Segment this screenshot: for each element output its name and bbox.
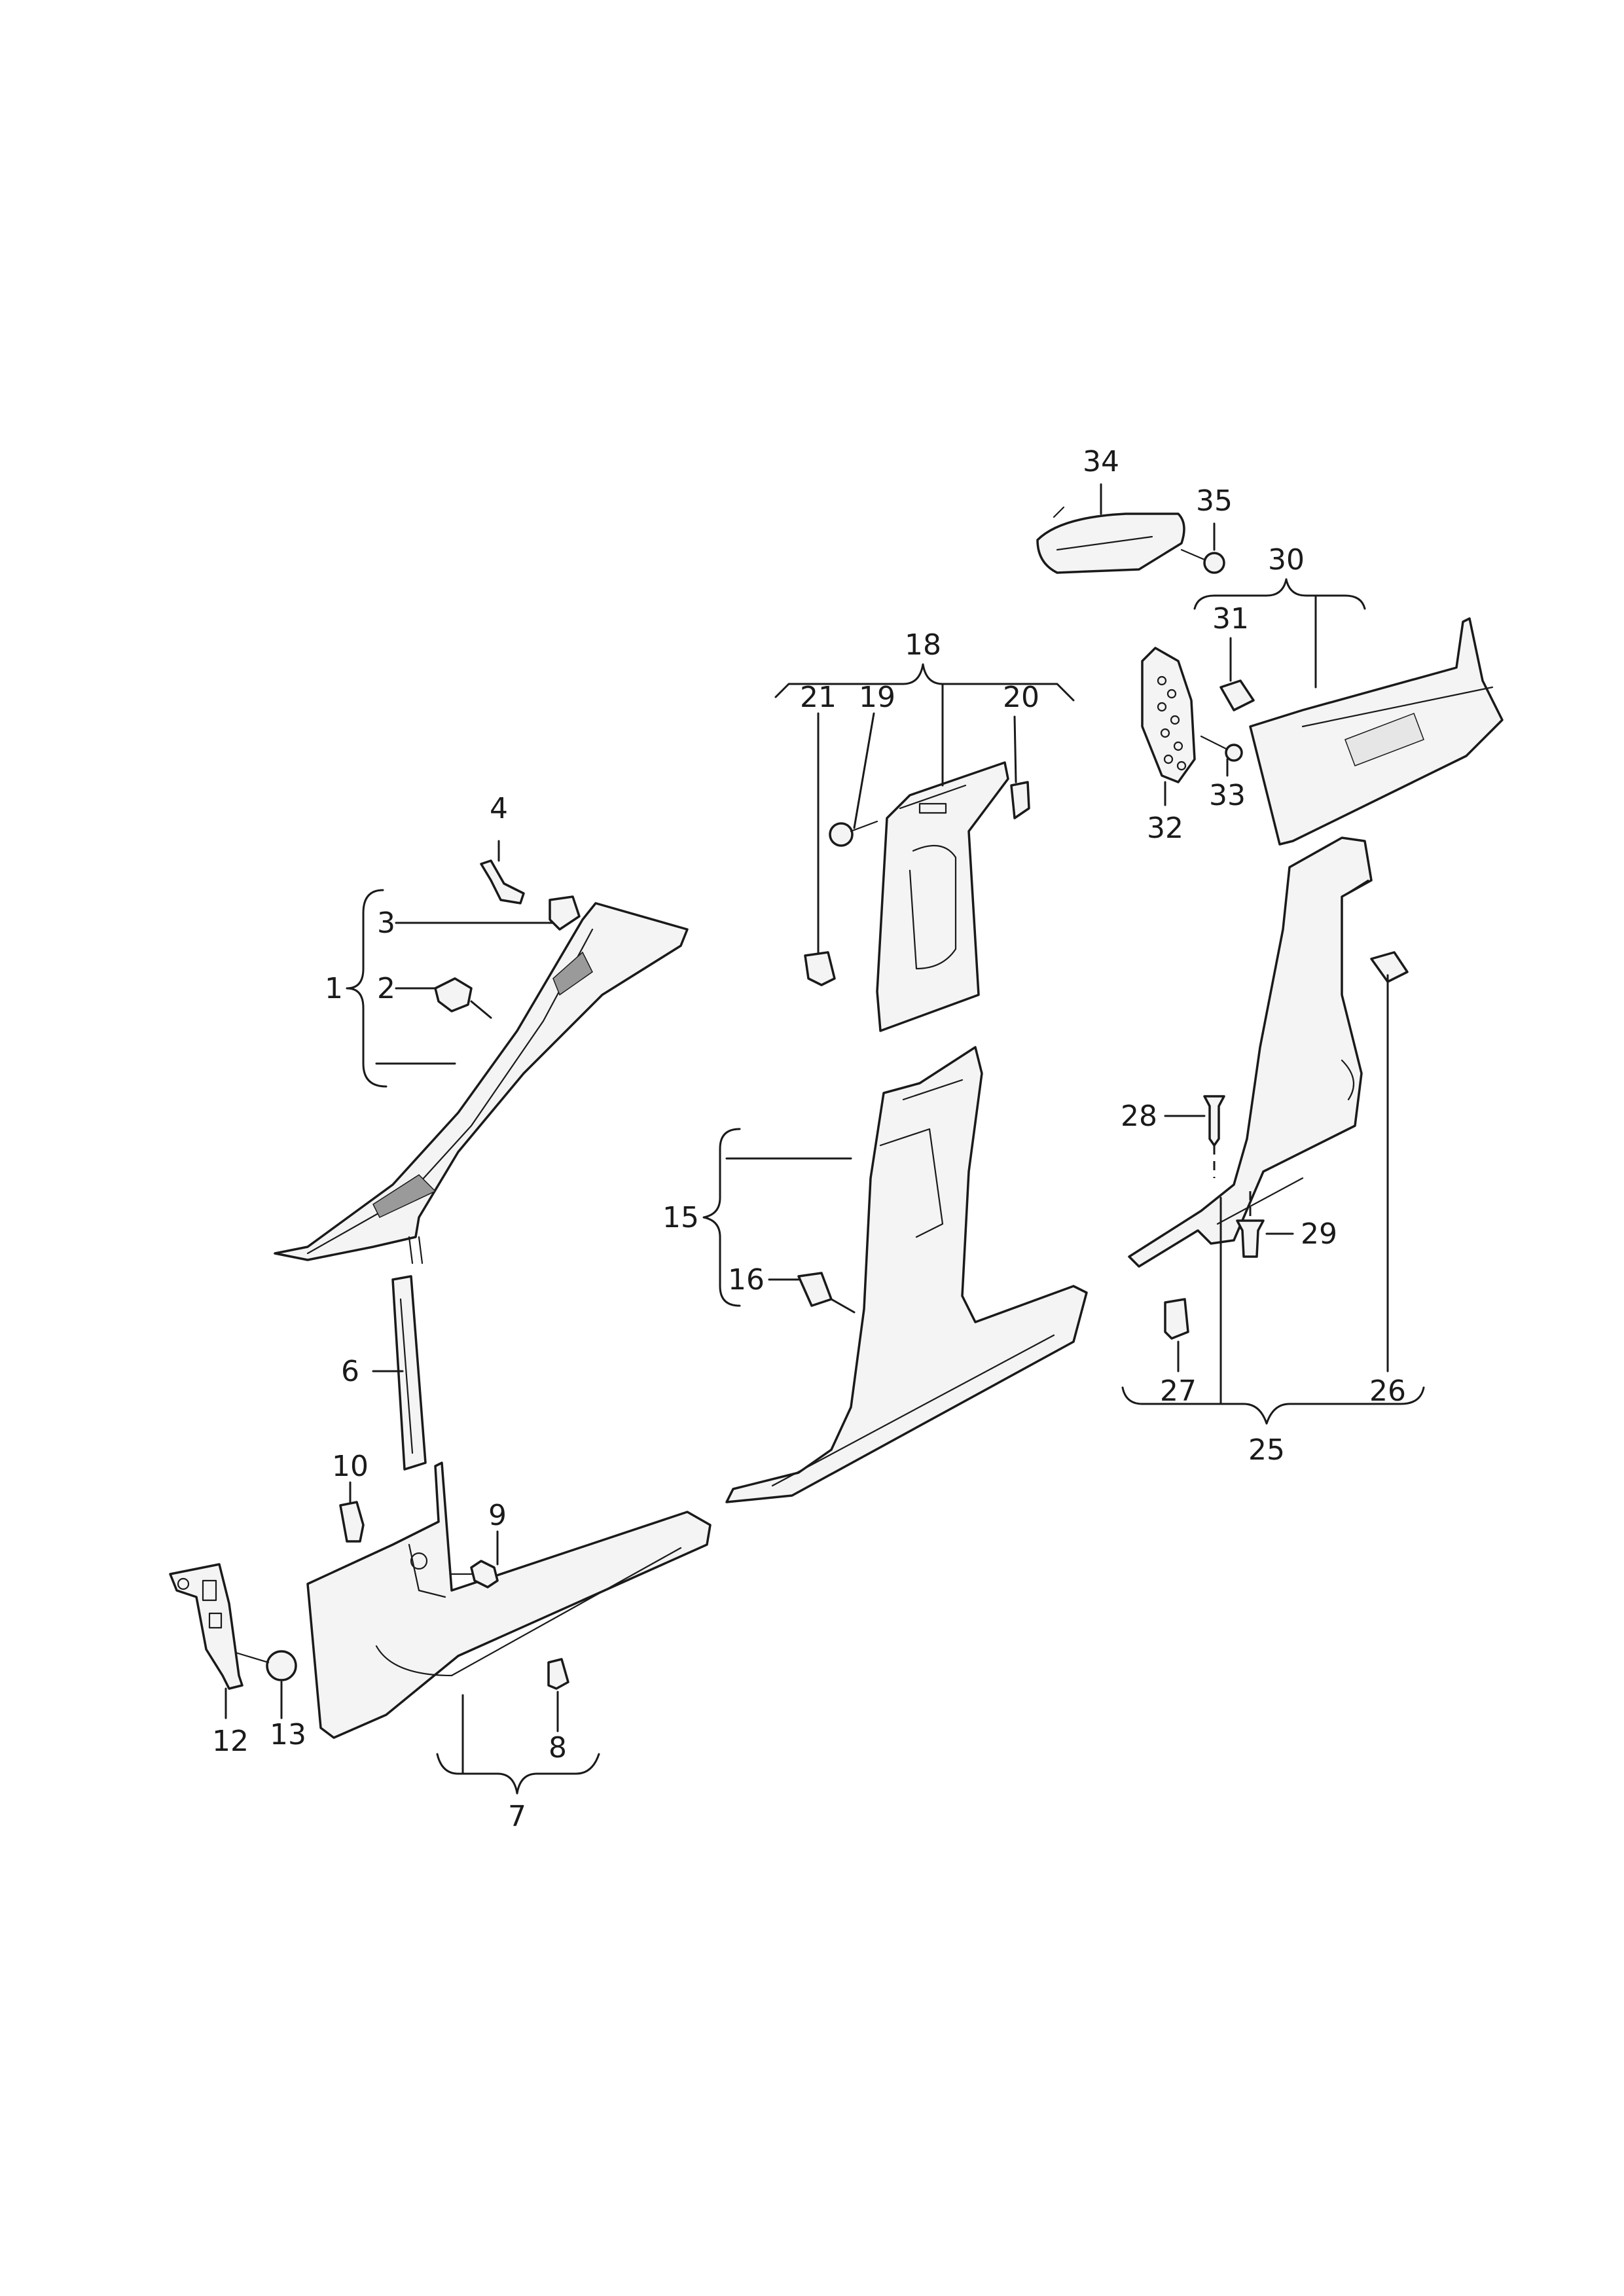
a-pillar-trim — [274, 902, 689, 1265]
callout-29: 29 — [1301, 1217, 1337, 1251]
grab-handle-part-34 — [1036, 506, 1185, 574]
clip-part-3 — [549, 895, 581, 931]
callout-3: 3 — [377, 906, 395, 940]
callout-6: 6 — [341, 1355, 359, 1388]
fastener-part-29 — [1236, 1191, 1265, 1258]
bracket-part-32 — [1141, 647, 1196, 783]
c-pillar-upper-trim — [1249, 617, 1504, 846]
sill-trim-front — [306, 1462, 712, 1739]
callout-16: 16 — [728, 1263, 765, 1297]
callout-labels: 1 2 3 4 6 10 9 8 7 12 13 15 16 18 21 19 … — [212, 445, 1406, 1833]
callout-18: 18 — [905, 628, 941, 662]
clip-part-8 — [547, 1658, 569, 1690]
callout-32: 32 — [1147, 812, 1183, 845]
bolt-part-35 — [1180, 548, 1225, 574]
callout-9: 9 — [488, 1499, 507, 1532]
clip-part-31 — [1219, 679, 1255, 711]
bracket-part-12 — [169, 1563, 244, 1690]
callout-13: 13 — [270, 1718, 306, 1751]
callout-1: 1 — [325, 972, 343, 1005]
button-part-13 — [234, 1650, 297, 1681]
callout-28: 28 — [1121, 1100, 1157, 1133]
callout-8: 8 — [549, 1731, 567, 1765]
callout-33: 33 — [1209, 779, 1246, 812]
clip-part-16 — [797, 1272, 833, 1307]
callout-7: 7 — [508, 1800, 526, 1833]
trim-part-6 — [391, 1275, 427, 1471]
c-pillar-lower-trim — [1128, 836, 1373, 1268]
callout-34: 34 — [1083, 445, 1119, 478]
callout-15: 15 — [662, 1201, 699, 1234]
bolt-part-33 — [1200, 735, 1243, 762]
callout-2: 2 — [377, 972, 395, 1005]
callout-30: 30 — [1268, 543, 1305, 577]
bolt-part-19 — [829, 820, 878, 847]
clip-part-26 — [1370, 951, 1409, 983]
b-pillar-upper-trim — [876, 761, 1009, 1032]
bolt-part-9 — [450, 1560, 499, 1588]
callout-4: 4 — [490, 792, 508, 825]
callout-35: 35 — [1196, 484, 1233, 518]
callout-21: 21 — [800, 681, 837, 714]
bolt-part-4 — [480, 859, 525, 905]
callout-25: 25 — [1248, 1433, 1285, 1467]
callout-31: 31 — [1212, 602, 1249, 636]
b-pillar-lower-trim — [725, 1046, 1088, 1503]
clip-part-21 — [804, 951, 836, 986]
callout-12: 12 — [212, 1725, 249, 1758]
clip-part-27 — [1164, 1298, 1189, 1340]
clip-part-2 — [434, 977, 473, 1013]
callout-26: 26 — [1369, 1374, 1406, 1408]
callout-27: 27 — [1160, 1374, 1197, 1408]
callout-19: 19 — [859, 681, 895, 714]
screw-part-28 — [1203, 1095, 1225, 1178]
clip-part-10 — [339, 1501, 365, 1543]
clip-part-20 — [1010, 781, 1030, 819]
callout-10: 10 — [332, 1450, 369, 1483]
callout-20: 20 — [1003, 681, 1039, 714]
leader-lines — [225, 483, 1425, 1795]
